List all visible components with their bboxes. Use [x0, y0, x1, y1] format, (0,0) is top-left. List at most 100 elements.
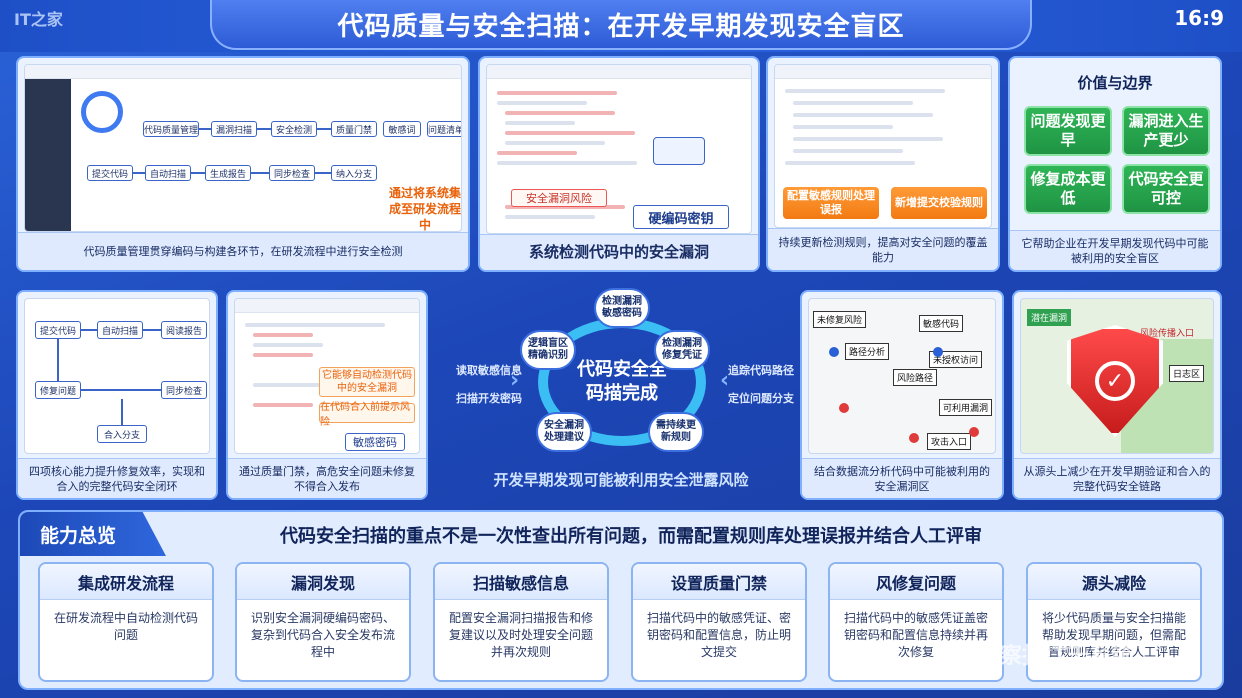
flow-connector — [81, 389, 161, 391]
flow-connector — [191, 172, 205, 174]
orange-note: 在代码合入前提示风险 — [319, 402, 415, 428]
chevron-left-icon: ‹ — [720, 368, 730, 393]
value-tile: 漏洞进入生产更少 — [1122, 106, 1210, 156]
watermark: @洞察报IT千系统 — [956, 644, 1134, 669]
card-title: 设置质量门禁 — [633, 564, 805, 600]
flow-node: 生成报告 — [205, 165, 251, 181]
card-desc: 扫描代码中的敏感凭证盖密钥密码和配置信息持续并再次修复 — [843, 611, 988, 659]
orange-callout: 通过将系统集成至研发流程中 — [388, 186, 461, 232]
rules-screenshot: 配置敏感规则处理误报 新增提交校验规则 — [774, 64, 992, 228]
card-title: 漏洞发现 — [237, 564, 409, 600]
map-label: 可利用漏洞 — [939, 399, 993, 416]
code-line — [245, 323, 385, 327]
page-title: 代码质量与安全扫描：在开发早期发现安全盲区 — [337, 11, 905, 42]
flow-node: 问题清单 — [427, 121, 461, 137]
panel-quality-gate: 它能够自动检测代码中的安全漏洞 在代码合入前提示风险 敏感密码 通过质量门禁，高… — [226, 290, 428, 500]
capability-card: 源头减险 将少代码质量与安全扫描能帮助发现早期问题，但需配置规则库并结合人工评审 — [1026, 562, 1202, 682]
card-desc: 配置安全漏洞扫描报告和修复建议以及时处理安全问题并再次规则 — [448, 611, 593, 659]
panel-workflow: 代码质量管理 漏洞扫描 安全检测 质量门禁 敏感词 问题清单 提交代码 自动扫描… — [16, 56, 470, 272]
flow-screenshot: 提交代码 自动扫描 阅读报告 修复问题 同步检查 合入分支 — [24, 298, 210, 454]
panel-data-flow: 未修复风险 敏感代码 路径分析 未授权访问 风险路径 可利用漏洞 攻击入口 结合… — [800, 290, 1004, 500]
flow-node: 自动扫描 — [97, 321, 143, 339]
code-line — [505, 111, 615, 115]
flow-node: 质量门禁 — [331, 121, 377, 137]
card-desc: 识别安全漏洞硬编码密码、复杂到代码合入安全发布流程中 — [250, 611, 395, 659]
card-title: 风修复问题 — [830, 564, 1002, 600]
flow-connector — [133, 172, 145, 174]
flow-node: 同步检查 — [269, 165, 315, 181]
cycle-step: 需持续更新规则 — [648, 412, 704, 452]
map-label: 敏感代码 — [919, 315, 964, 332]
window-toolbar — [487, 65, 751, 79]
map-label: 未授权访问 — [929, 351, 983, 368]
app-sidebar — [25, 79, 71, 231]
flow-connector — [315, 172, 331, 174]
window-toolbar — [25, 65, 461, 79]
flow-node: 修复问题 — [35, 381, 81, 399]
value-tile: 代码安全更可控 — [1122, 164, 1210, 214]
flow-connector — [81, 329, 97, 331]
window-toolbar — [775, 65, 991, 79]
code-line — [505, 205, 625, 209]
card-desc: 将少代码质量与安全扫描能帮助发现早期问题，但需配置规则库并结合人工评审 — [1041, 611, 1186, 659]
badge: 敏感密码 — [345, 433, 405, 451]
map-pin — [933, 347, 943, 357]
code-line — [253, 403, 313, 407]
progress-ring — [81, 91, 123, 133]
code-line — [793, 113, 933, 117]
flow-node: 漏洞扫描 — [211, 121, 257, 137]
title-plate: 代码质量与安全扫描：在开发早期发现安全盲区 — [210, 0, 1032, 50]
panel-caption: 系统检测代码中的安全漏洞 — [480, 234, 758, 270]
code-line — [785, 89, 945, 93]
code-line — [505, 215, 595, 219]
map-pin — [969, 427, 979, 437]
overview-headline: 代码安全扫描的重点不是一次性查出所有问题，而需配置规则库处理误报并结合人工评审 — [280, 526, 982, 547]
map-pin — [829, 347, 839, 357]
flow-node: 提交代码 — [35, 321, 81, 339]
flow-node: 敏感词 — [383, 121, 421, 137]
flow-node: 纳入分支 — [331, 165, 377, 181]
panel-code-scan: 安全漏洞风险 硬编码密钥 系统检测代码中的安全漏洞 — [478, 56, 760, 272]
capability-card: 集成研发流程 在研发流程中自动检测代码问题 — [38, 562, 214, 682]
cycle-step: 检测漏洞敏感密码 — [594, 288, 650, 328]
capability-overview: 能力总览 代码安全扫描的重点不是一次性查出所有问题，而需配置规则库处理误报并结合… — [18, 510, 1224, 690]
map-label: 路径分析 — [845, 343, 890, 360]
card-title: 集成研发流程 — [40, 564, 212, 600]
flow-node: 提交代码 — [87, 165, 133, 181]
side-label: 追踪代码路径 — [728, 364, 794, 377]
window-toolbar — [235, 299, 419, 313]
code-line — [253, 353, 313, 357]
panel-caption: 结合数据流分析代码中可能被利用的安全漏洞区 — [802, 458, 1002, 498]
center-caption: 开发早期发现可能被利用安全泄露风险 — [493, 471, 749, 489]
value-tile: 问题发现更早 — [1024, 106, 1112, 156]
flow-node: 代码质量管理 — [143, 121, 199, 137]
panel-caption: 代码质量管理贯穿编码与构建各环节，在研发流程中进行安全检测 — [18, 232, 468, 270]
card-desc: 扫描代码中的敏感凭证、密钥密码和配置信息，防止明文提交 — [646, 611, 791, 659]
cycle-step: 检测漏洞修复凭证 — [654, 330, 710, 370]
code-line — [793, 101, 913, 105]
map-label: 风险路径 — [893, 369, 938, 386]
rule-button: 配置敏感规则处理误报 — [783, 187, 879, 219]
code-line — [497, 161, 637, 165]
map-pin — [909, 433, 919, 443]
capability-card: 扫描敏感信息 配置安全漏洞扫描报告和修复建议以及时处理安全问题并再次规则 — [433, 562, 609, 682]
code-line — [505, 121, 575, 125]
flow-node: 安全检测 — [271, 121, 317, 137]
code-line — [793, 125, 893, 129]
flow-node: 阅读报告 — [161, 321, 207, 339]
cycle-step: 安全漏洞处理建议 — [536, 412, 592, 452]
flow-connector — [251, 172, 269, 174]
flow-connector — [317, 128, 331, 130]
panel-caption: 从源头上减少在开发早期验证和合入的完整代码安全链路 — [1014, 458, 1220, 498]
map-label: 日志区 — [1169, 365, 1205, 382]
flow-connector — [257, 128, 271, 130]
overview-tag: 能力总览 — [20, 512, 166, 556]
map-label: 未修复风险 — [813, 311, 867, 328]
code-screenshot: 安全漏洞风险 硬编码密钥 — [486, 64, 752, 234]
side-label: 读取敏感信息 — [456, 364, 522, 377]
cycle-step: 逻辑盲区精确识别 — [520, 330, 576, 370]
card-desc: 在研发流程中自动检测代码问题 — [53, 611, 198, 642]
capability-card: 设置质量门禁 扫描代码中的敏感凭证、密钥密码和配置信息，防止明文提交 — [631, 562, 807, 682]
panel-caption: 通过质量门禁，高危安全问题未修复不得合入发布 — [228, 458, 426, 498]
flow-connector — [199, 128, 211, 130]
